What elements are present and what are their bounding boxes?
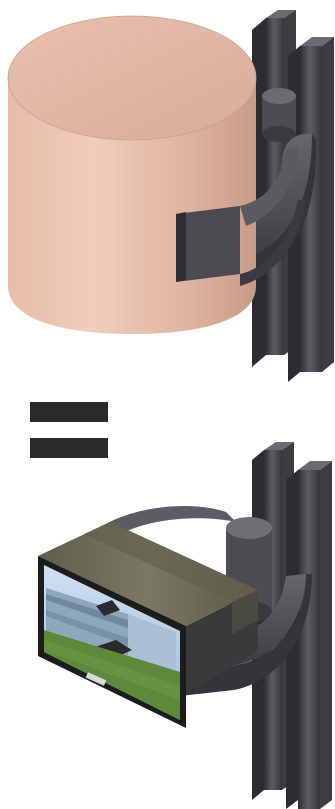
equals-bar-bottom [30,438,108,458]
bottom-assembly [38,442,332,809]
monitor-object [38,522,258,728]
cylinder-object [8,16,256,334]
equals-sign [30,402,108,458]
equals-bar-top [30,402,108,422]
top-mount-hub [262,88,296,142]
top-assembly [8,10,334,382]
